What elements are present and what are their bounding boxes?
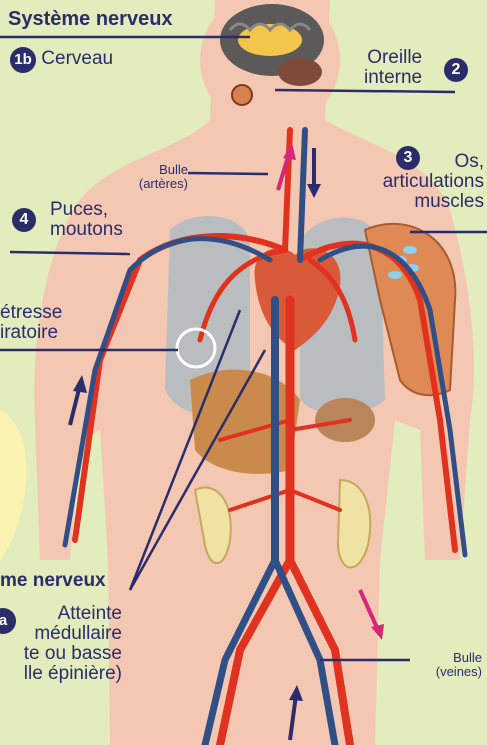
- label-puces-line2: moutons: [50, 220, 123, 240]
- label-atteinte-medullaire: Atteinte médullaire te ou basse lle épin…: [0, 604, 122, 684]
- badge-4: 4: [12, 208, 36, 232]
- label-bulle-arteres: Bulle (artères): [116, 163, 188, 190]
- label-bulle-veines-line2: (veines): [414, 665, 482, 679]
- label-oreille-line1: Oreille: [364, 48, 422, 68]
- inner-ear: [232, 85, 252, 105]
- background-blob: [0, 410, 26, 560]
- badge-4-wrap: 4: [12, 208, 36, 232]
- label-systeme-nerveux: Système nerveux: [8, 9, 173, 30]
- label-oreille-interne: Oreille interne: [364, 48, 422, 88]
- label-puces-moutons: Puces, moutons: [50, 200, 123, 240]
- cerebellum: [278, 58, 322, 86]
- badge-1b: 1b: [10, 47, 36, 73]
- label-atteinte-line4: lle épinière): [0, 664, 122, 684]
- label-atteinte-line2: médullaire: [0, 624, 122, 644]
- label-detresse-line1: étresse: [0, 303, 62, 323]
- badge-2-wrap: 2: [444, 58, 468, 82]
- label-bulle-arteres-line2: (artères): [116, 177, 188, 191]
- label-os-articulations-muscles: Os, articulations muscles: [352, 152, 484, 212]
- label-atteinte-line1: Atteinte: [0, 604, 122, 624]
- label-os-line2: articulations: [352, 172, 484, 192]
- label-bulle-veines: Bulle (veines): [414, 651, 482, 678]
- label-bulle-veines-line1: Bulle: [414, 651, 482, 665]
- label-os-line1: Os,: [352, 152, 484, 172]
- label-puces-line1: Puces,: [50, 200, 123, 220]
- label-cerveau: Cerveau: [41, 48, 113, 69]
- label-bulle-arteres-line1: Bulle: [116, 163, 188, 177]
- label-cerveau-group: 1b Cerveau: [10, 47, 113, 73]
- label-detresse-respiratoire: étresse iratoire: [0, 303, 62, 343]
- badge-2: 2: [444, 58, 468, 82]
- label-systeme-nerveux-bottom: me nerveux: [0, 571, 106, 591]
- label-atteinte-line3: te ou basse: [0, 644, 122, 664]
- label-detresse-line2: iratoire: [0, 323, 62, 343]
- label-oreille-line2: interne: [364, 68, 422, 88]
- label-os-line3: muscles: [352, 192, 484, 212]
